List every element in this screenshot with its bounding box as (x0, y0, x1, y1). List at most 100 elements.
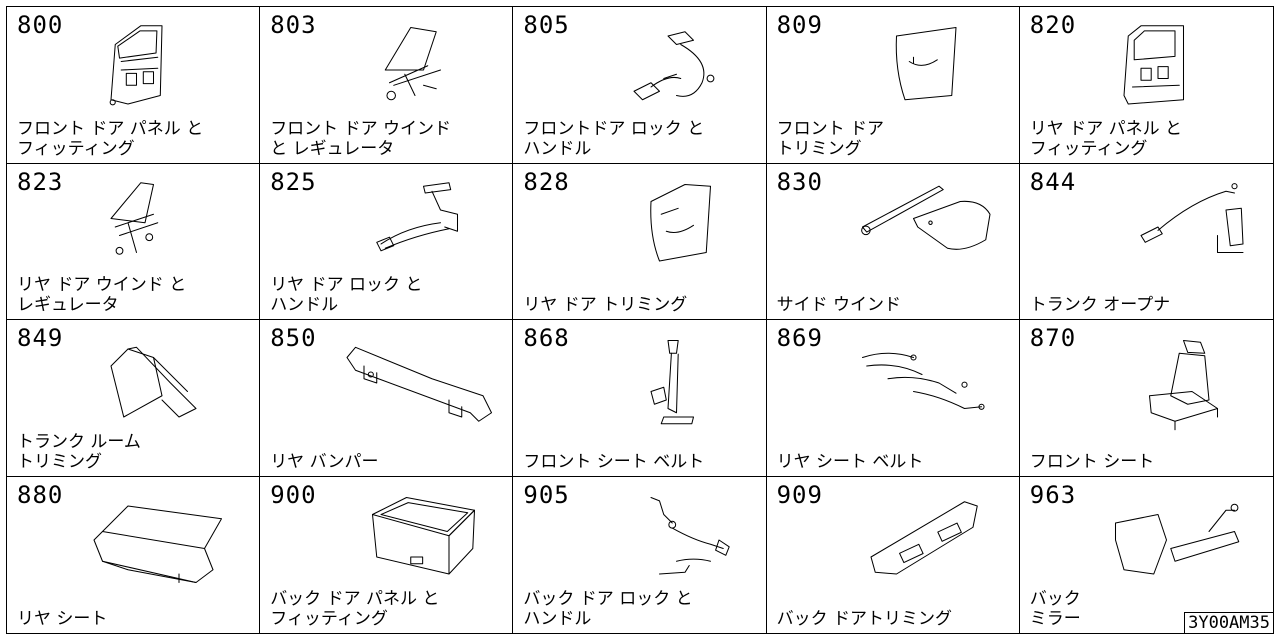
section-cell-963[interactable]: 963 バックミラー (1020, 477, 1273, 634)
section-label-line: フロント シート ベルト (523, 451, 705, 472)
front-door-panel-icon (77, 15, 247, 125)
section-label: バック ドアトリミング (777, 609, 952, 629)
rear-door-window-regulator-icon (77, 172, 247, 282)
section-cell-905[interactable]: 905 バック ドア ロック とハンドル (513, 476, 767, 633)
section-label-line: フロント ドア パネル と (17, 118, 204, 139)
front-seat-icon (1090, 328, 1260, 438)
section-label: リヤ ドア トリミング (523, 295, 687, 315)
section-label-line: フロント ドア (776, 118, 884, 139)
section-code: 823 (17, 167, 64, 196)
section-cell-800[interactable]: 800 フロント ドア パネル とフィッティング (7, 7, 261, 164)
section-code: 880 (17, 480, 64, 509)
trunk-room-trim-icon (77, 328, 247, 438)
section-label-line: バック ドア ロック と (523, 589, 693, 609)
section-label: トランク オープナ (1030, 295, 1170, 315)
rear-seat-icon (77, 485, 247, 595)
section-label-line: リヤ ドア ロック と (270, 275, 423, 295)
section-label: バック ドア パネル とフィッティング (270, 589, 439, 629)
front-door-window-regulator-icon (330, 15, 500, 125)
section-code: 963 (1029, 480, 1077, 509)
figure-code: 3Y00AM35 (1184, 612, 1274, 634)
section-code: 800 (17, 11, 64, 39)
section-label-line: サイド ウインド (776, 295, 901, 315)
section-label-line: リヤ シート ベルト (776, 451, 924, 472)
section-code: 905 (523, 480, 570, 509)
section-label: リヤ ドア ロック とハンドル (270, 275, 422, 315)
section-label-line: ハンドル (270, 295, 339, 315)
section-label-line: トランク オープナ (1029, 295, 1171, 315)
section-cell-844[interactable]: 844 トランク オープナ (1019, 164, 1273, 320)
section-label-line: フィッティング (270, 609, 388, 629)
section-code: 803 (270, 11, 317, 39)
section-label: トランク ルームトリミング (17, 432, 141, 472)
section-label-line: ハンドル (523, 609, 592, 629)
section-code: 850 (270, 324, 317, 352)
section-label-line: レギュレータ (17, 295, 119, 315)
section-label-line: トリミング (776, 138, 862, 159)
section-label: フロント シート (1030, 452, 1154, 472)
section-label: サイド ウインド (777, 295, 901, 315)
rear-door-panel-icon (1090, 15, 1260, 125)
section-label-line: フロント ドア ウインド (270, 118, 451, 139)
section-cell-869[interactable]: 869 リヤ シート ベルト (766, 320, 1020, 477)
section-label-line: リヤ バンパー (270, 451, 379, 472)
section-label-line: フィッティング (1029, 138, 1148, 159)
section-label: フロント シート ベルト (523, 452, 704, 472)
section-code: 869 (776, 324, 823, 352)
section-label: リヤ ドア パネル とフィッティング (1030, 119, 1182, 159)
trunk-opener-icon (1090, 172, 1260, 282)
section-cell-880[interactable]: 880 リヤ シート (7, 476, 261, 633)
section-cell-900[interactable]: 900 バック ドア パネル とフィッティング (260, 476, 514, 633)
section-label: フロントドア ロック とハンドル (523, 119, 704, 159)
section-label: バックミラー (1030, 589, 1081, 629)
section-label-line: フロント シート (1029, 451, 1155, 472)
rear-seat-belt-icon (837, 328, 1007, 438)
section-label-line: ハンドル (523, 138, 592, 159)
section-label: リヤ ドア ウインド とレギュレータ (17, 275, 186, 315)
section-code: 900 (270, 480, 317, 509)
section-cell-820[interactable]: 820 リヤ ドア パネル とフィッティング (1019, 7, 1273, 164)
section-cell-850[interactable]: 850 リヤ バンパー (260, 320, 514, 477)
front-door-trim-icon (837, 15, 1007, 125)
section-code: 820 (1029, 11, 1077, 39)
rear-door-trim-icon (583, 172, 753, 282)
rear-door-lock-handle-icon (330, 172, 500, 282)
side-window-icon (837, 172, 1007, 282)
section-label-line: フロントドア ロック と (523, 118, 705, 139)
front-door-lock-handle-icon (583, 15, 753, 125)
section-cell-823[interactable]: 823 リヤ ドア ウインド とレギュレータ (7, 163, 261, 320)
back-door-lock-handle-icon (583, 485, 753, 595)
front-seat-belt-icon (583, 328, 753, 438)
section-label-line: バック ドアトリミング (776, 609, 952, 629)
back-mirror-icon (1090, 485, 1260, 595)
section-label: リヤ シート ベルト (777, 452, 924, 472)
section-label: バック ドア ロック とハンドル (523, 589, 692, 629)
back-door-panel-icon (330, 485, 500, 595)
section-label-line: リヤ ドア パネル と (1029, 118, 1183, 139)
section-label: リヤ バンパー (270, 452, 378, 472)
rear-bumper-icon (330, 328, 500, 438)
section-label-line: バック (1029, 589, 1081, 609)
section-label-line: トリミング (17, 451, 102, 472)
section-code: 825 (270, 167, 317, 196)
section-cell-828[interactable]: 828 リヤ ドア トリミング (513, 163, 767, 320)
section-label: リヤ シート (17, 609, 107, 629)
section-code: 844 (1029, 167, 1077, 196)
section-label-line: ミラー (1029, 609, 1081, 629)
section-cell-825[interactable]: 825 リヤ ドア ロック とハンドル (260, 163, 514, 320)
section-label: フロント ドア パネル とフィッティング (17, 119, 203, 159)
section-label-line: フィッティング (17, 138, 135, 159)
section-code: 828 (523, 167, 570, 196)
section-label-line: リヤ シート (17, 609, 108, 629)
section-label-line: リヤ ドア ウインド と (17, 275, 187, 295)
section-label: フロント ドアトリミング (777, 119, 884, 159)
back-door-trim-icon (837, 485, 1007, 595)
